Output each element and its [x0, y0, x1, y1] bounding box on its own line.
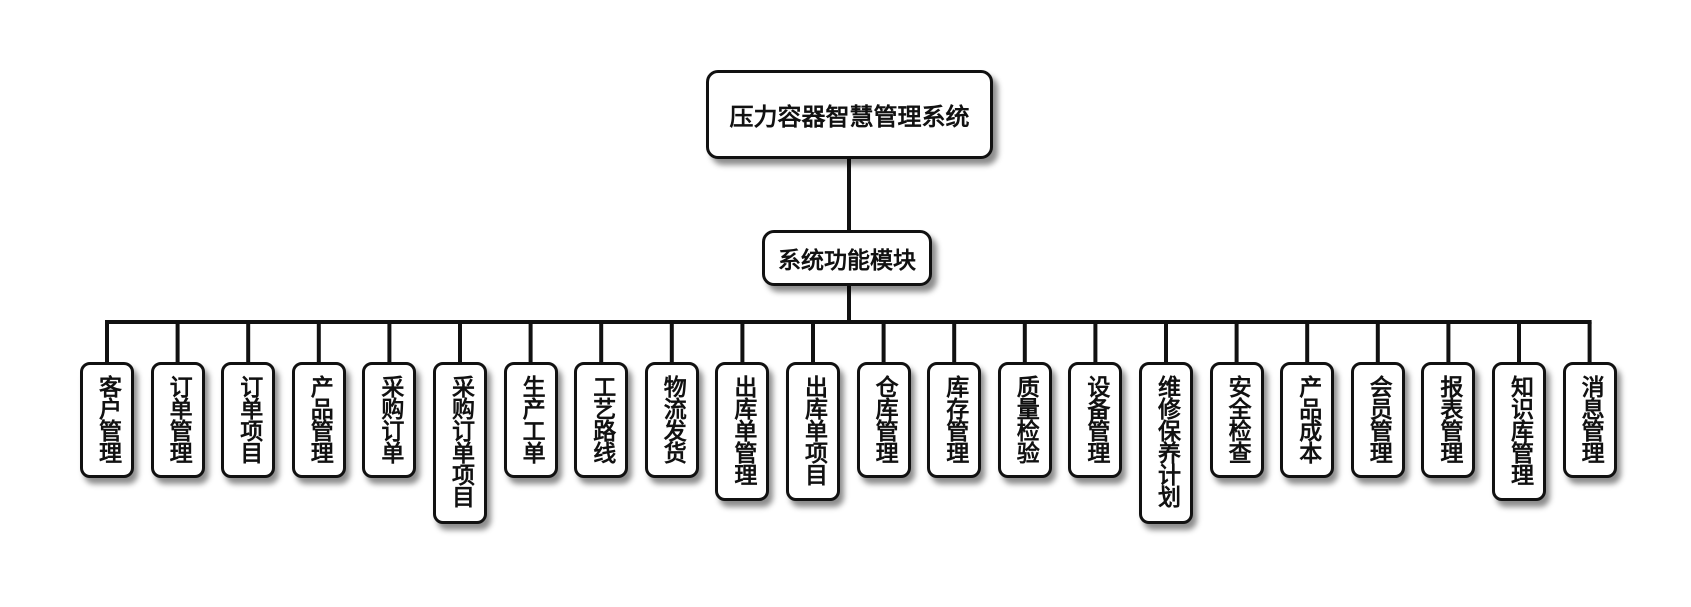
module-node: 仓库管理 [856, 362, 911, 478]
module-label: 采购订单 [376, 375, 403, 463]
module-label: 仓库管理 [871, 375, 898, 463]
module-node: 消息管理 [1562, 362, 1617, 478]
module-label: 维修保养计划 [1153, 375, 1180, 507]
module-node: 报表管理 [1421, 362, 1476, 478]
module-label: 采购订单项目 [447, 375, 474, 507]
module-label: 报表管理 [1435, 375, 1462, 463]
root-node: 压力容器智慧管理系统 [706, 70, 993, 159]
module-node: 产品管理 [291, 362, 346, 478]
module-node: 安全检查 [1209, 362, 1264, 478]
module-group-node: 系统功能模块 [762, 230, 932, 286]
module-label: 产品成本 [1294, 375, 1321, 463]
module-node: 库存管理 [927, 362, 982, 478]
module-node: 出库单项目 [786, 362, 840, 501]
module-node: 出库单管理 [715, 362, 770, 501]
module-label: 订单管理 [165, 375, 192, 463]
module-label: 出库单管理 [729, 375, 756, 485]
module-label: 消息管理 [1577, 375, 1604, 463]
module-group-label: 系统功能模块 [778, 248, 916, 274]
module-node: 质量检验 [997, 362, 1052, 478]
module-node: 采购订单项目 [433, 362, 487, 524]
module-node: 物流发货 [644, 362, 699, 478]
module-label: 库存管理 [941, 375, 968, 463]
module-node: 维修保养计划 [1139, 362, 1193, 524]
module-label: 会员管理 [1365, 375, 1392, 463]
module-label: 设备管理 [1082, 375, 1109, 463]
module-node: 客户管理 [80, 362, 134, 478]
module-node: 订单管理 [150, 362, 205, 478]
module-label: 知识库管理 [1506, 375, 1533, 485]
root-node-label: 压力容器智慧管理系统 [729, 103, 970, 131]
module-node: 产品成本 [1280, 362, 1335, 478]
module-node: 工艺路线 [574, 362, 629, 478]
module-label: 订单项目 [235, 375, 262, 463]
module-label: 质量检验 [1012, 375, 1039, 463]
module-node: 订单项目 [221, 362, 276, 478]
module-node: 采购订单 [362, 362, 417, 478]
module-label: 生产工单 [518, 375, 545, 463]
module-label: 出库单项目 [800, 375, 827, 485]
module-label: 客户管理 [94, 375, 121, 463]
module-label: 工艺路线 [588, 375, 615, 463]
module-node: 设备管理 [1068, 362, 1123, 478]
module-node: 生产工单 [503, 362, 558, 478]
module-label: 安全检查 [1224, 375, 1251, 463]
module-node: 会员管理 [1350, 362, 1405, 478]
module-label: 产品管理 [306, 375, 333, 463]
module-label: 物流发货 [659, 375, 686, 463]
module-node: 知识库管理 [1492, 362, 1546, 501]
